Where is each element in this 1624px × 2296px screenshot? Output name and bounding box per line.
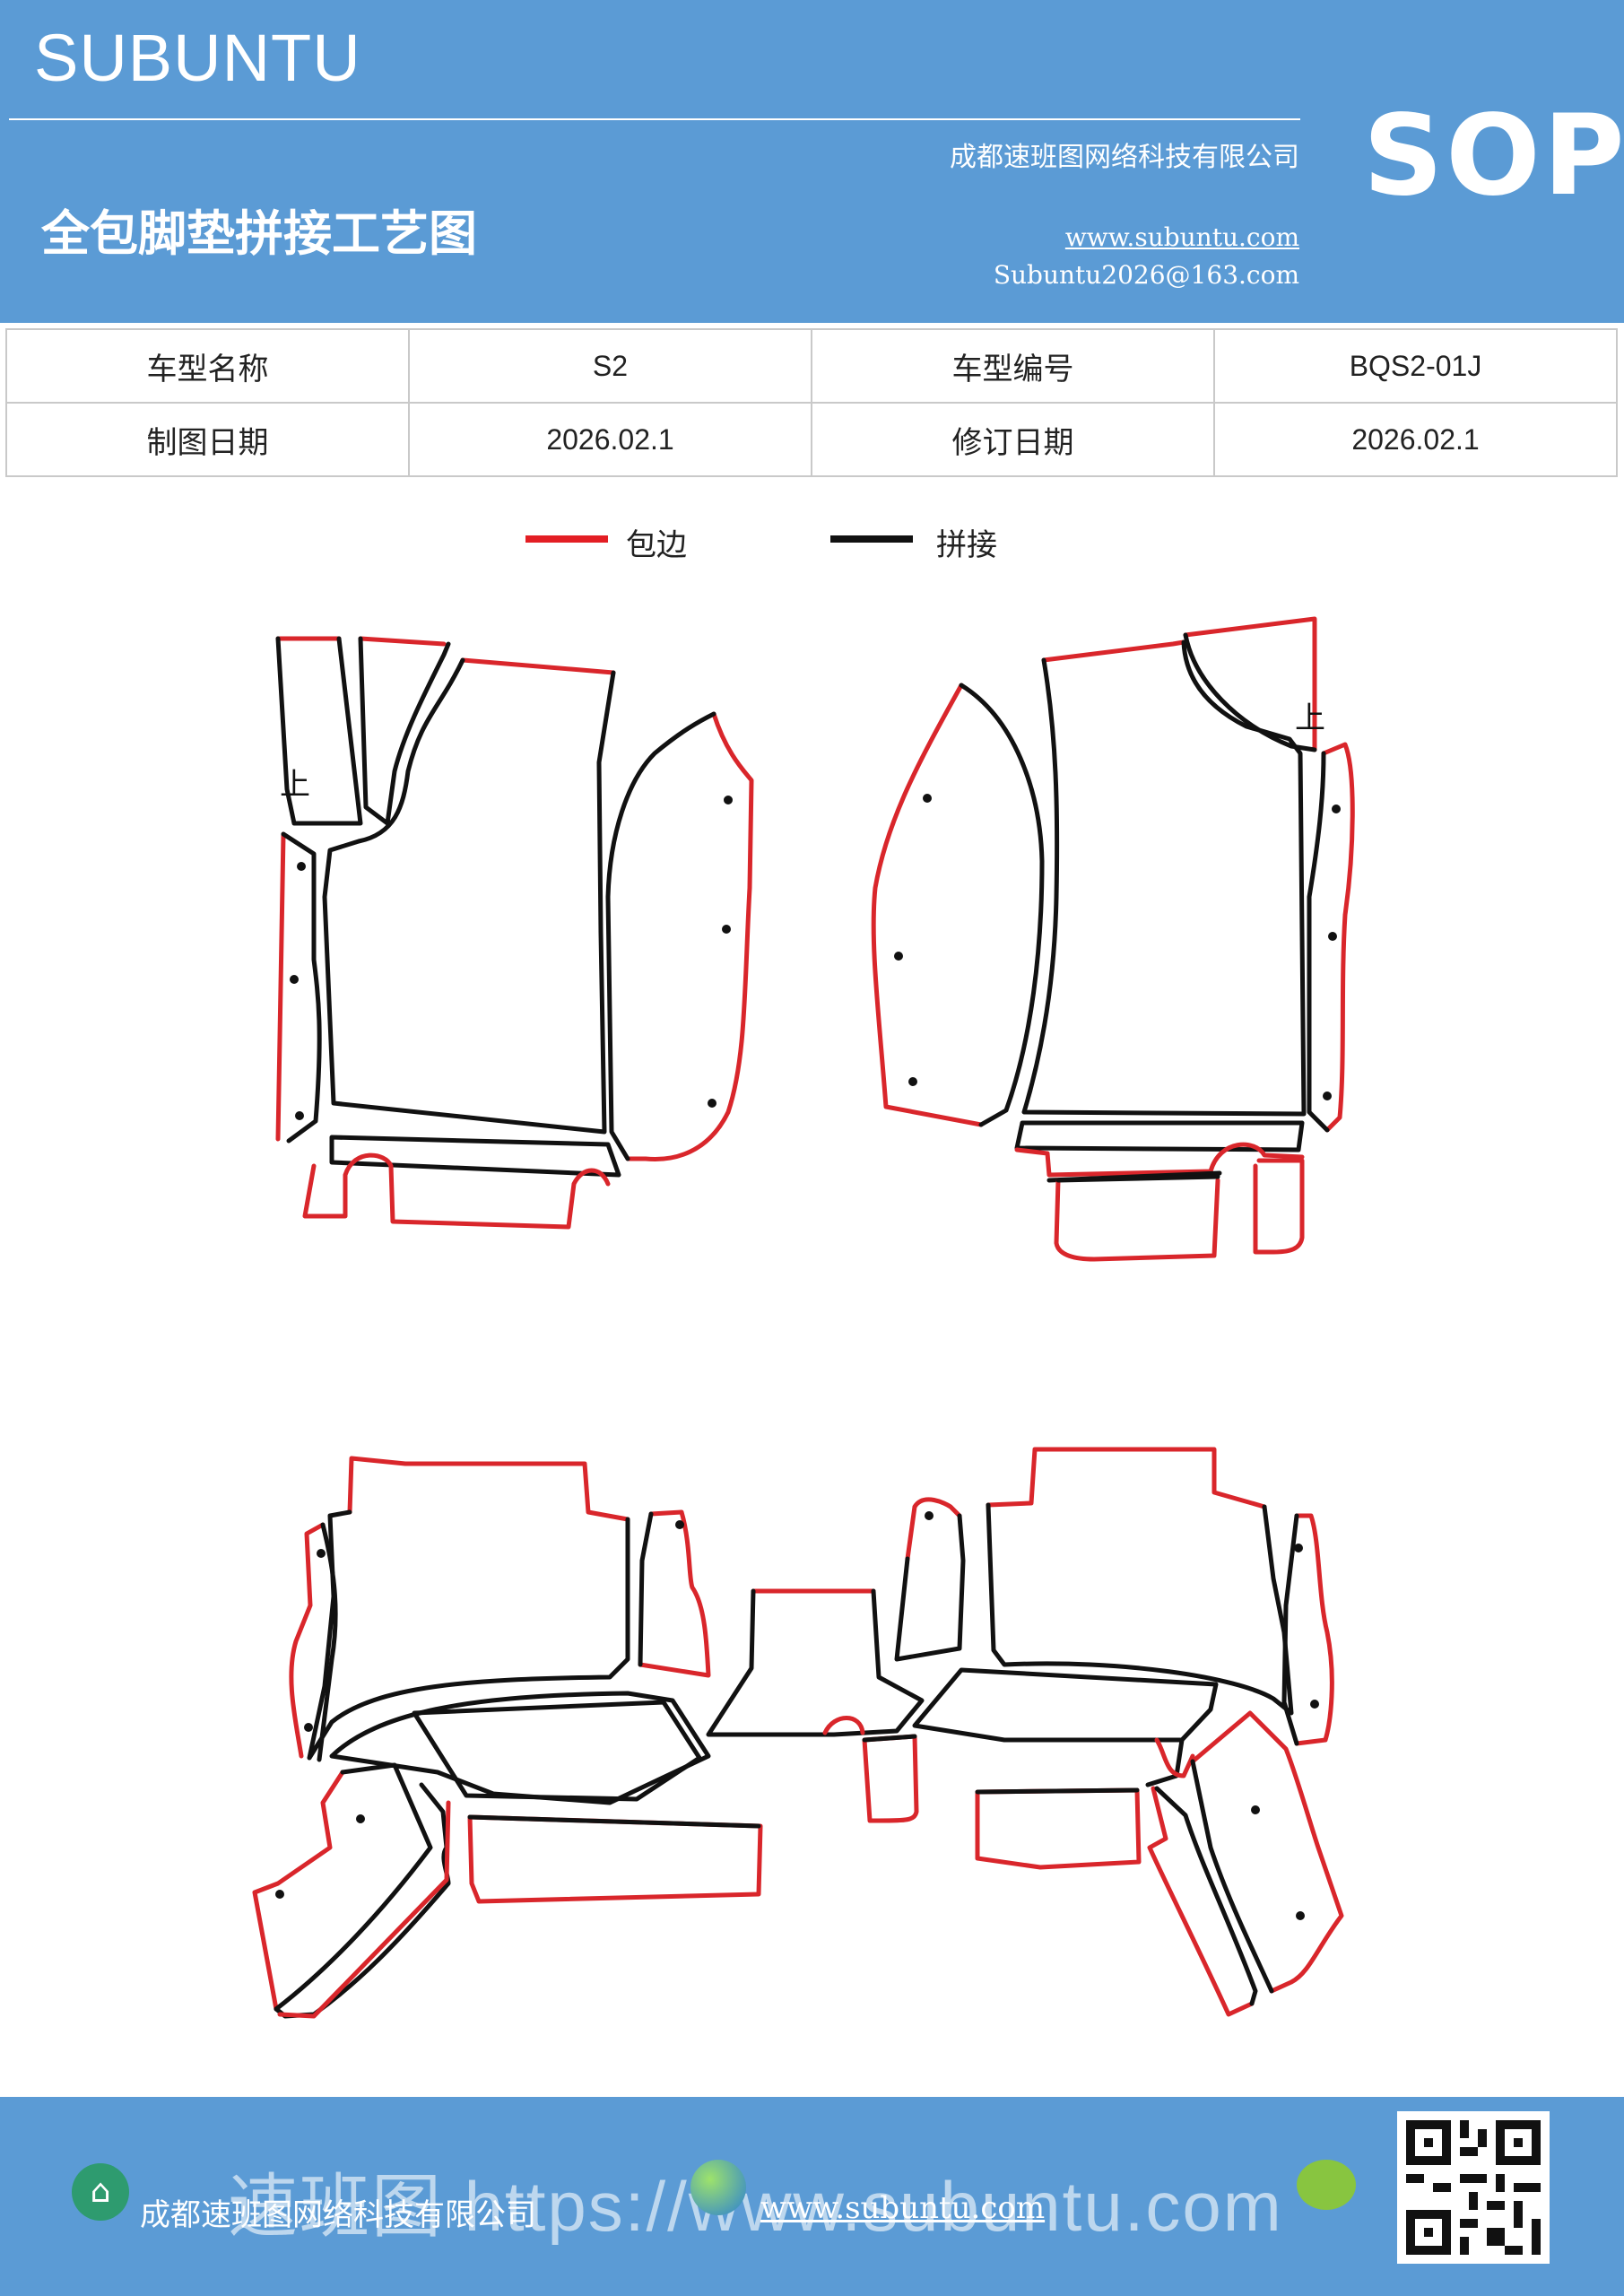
label-draw-date: 制图日期: [5, 402, 410, 477]
footer-website-link[interactable]: www.subuntu.com: [760, 2190, 1046, 2226]
contact-email: Subuntu2026@163.com: [993, 260, 1299, 290]
footer-banner: ⌂ 成都速班图网络科技有限公司 速班图 https://www.subuntu.…: [0, 2097, 1624, 2296]
label-model-name: 车型名称: [5, 328, 410, 404]
legend: 包边 拼接: [0, 520, 1624, 574]
table-row: 制图日期 2026.02.1 修订日期 2026.02.1: [5, 402, 1618, 477]
brand-logo-text: SUBUNTU: [34, 21, 361, 95]
up-mark-right: 上: [1295, 700, 1325, 736]
sop-badge: SOP: [1363, 91, 1624, 221]
footer-company: 成都速班图网络科技有限公司: [140, 2197, 536, 2233]
legend-edge-swatch: [525, 535, 608, 543]
value-revision-date: 2026.02.1: [1213, 402, 1618, 477]
rear-mat: [252, 1447, 1344, 2019]
value-model-name: S2: [408, 328, 812, 404]
legend-seam-swatch: [830, 535, 913, 543]
header-divider: [9, 118, 1300, 120]
front-right-mat: [871, 616, 1355, 1262]
qr-code: [1397, 2111, 1550, 2264]
label-revision-date: 修订日期: [811, 402, 1215, 477]
clip-points: [275, 794, 1341, 1920]
vehicle-info-table: 车型名称 S2 车型编号 BQS2-01J 制图日期 2026.02.1 修订日…: [5, 328, 1618, 477]
legend-edge-label: 包边: [626, 527, 687, 563]
table-row: 车型名称 S2 车型编号 BQS2-01J: [5, 328, 1618, 404]
label-model-code: 车型编号: [811, 328, 1215, 404]
wechat-icon: [1297, 2160, 1356, 2210]
building-icon: ⌂: [72, 2163, 129, 2221]
up-mark-left: 上: [280, 767, 310, 803]
document-title: 全包脚垫拼接工艺图: [41, 204, 477, 262]
company-name: 成都速班图网络科技有限公司: [950, 142, 1299, 173]
front-left-mat: [275, 636, 754, 1230]
value-model-code: BQS2-01J: [1213, 328, 1618, 404]
header-banner: SUBUNTU 成都速班图网络科技有限公司 全包脚垫拼接工艺图 www.subu…: [0, 0, 1624, 323]
globe-icon: [690, 2160, 746, 2215]
website-link[interactable]: www.subuntu.com: [1064, 222, 1299, 252]
value-draw-date: 2026.02.1: [408, 402, 812, 477]
footer-watermark-text: 速班图 https://www.subuntu.com: [228, 2167, 1283, 2246]
legend-seam-label: 拼接: [936, 527, 997, 563]
